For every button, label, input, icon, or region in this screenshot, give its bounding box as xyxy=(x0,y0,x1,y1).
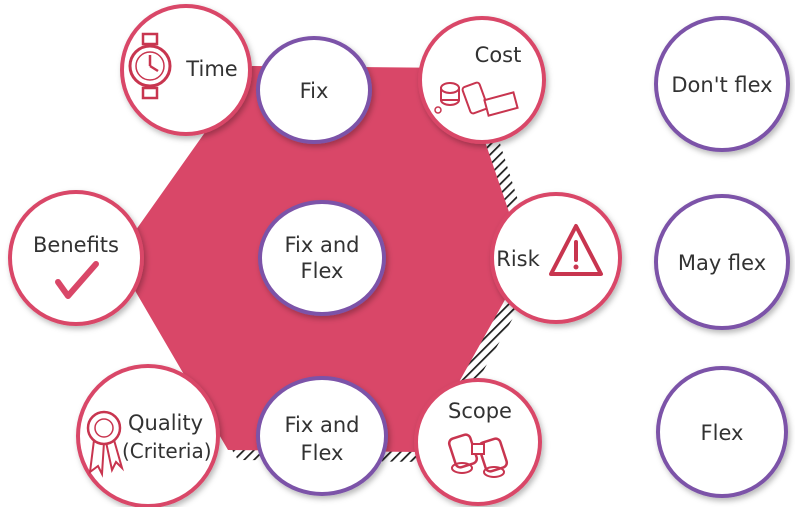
node-benefits: Benefits xyxy=(8,190,144,326)
node-risk: Risk xyxy=(490,192,622,324)
legend-flex: Flex xyxy=(656,366,788,498)
rosette-ribbon-icon xyxy=(86,410,125,478)
legend-may-flex: May flex xyxy=(654,194,790,330)
warning-triangle-icon xyxy=(549,224,603,276)
bottom-label-line1: Fix and xyxy=(285,413,360,437)
node-bottom-fix-and-flex: Fix and Flex xyxy=(256,376,388,496)
center-label-line1: Fix and xyxy=(285,233,360,257)
checkmark-icon xyxy=(55,261,99,299)
node-scope: Scope xyxy=(414,378,542,506)
node-fix: Fix xyxy=(256,36,372,144)
legend-flex-label: Flex xyxy=(701,421,744,445)
time-label: Time xyxy=(185,57,237,81)
quality-label-line1: Quality xyxy=(128,411,203,435)
node-cost: Cost xyxy=(418,16,546,144)
legend-dont-flex-label: Don't flex xyxy=(671,73,772,97)
benefits-label: Benefits xyxy=(33,233,119,257)
binoculars-icon xyxy=(447,433,509,478)
risk-label: Risk xyxy=(496,247,540,271)
fix-label: Fix xyxy=(300,79,329,103)
coins-and-banknotes-icon xyxy=(434,81,519,117)
center-label-line2: Flex xyxy=(301,259,344,283)
bottom-label-line2: Flex xyxy=(301,441,344,465)
stopwatch-icon xyxy=(128,32,172,100)
node-quality: Quality (Criteria) xyxy=(76,364,220,507)
legend-may-flex-label: May flex xyxy=(678,251,766,275)
node-time: Time xyxy=(120,4,252,136)
node-center-fix-and-flex: Fix and Flex xyxy=(258,200,386,316)
scope-label: Scope xyxy=(448,399,512,423)
cost-label: Cost xyxy=(475,43,522,67)
legend-dont-flex: Don't flex xyxy=(654,16,790,152)
quality-label-line2: (Criteria) xyxy=(122,439,212,463)
